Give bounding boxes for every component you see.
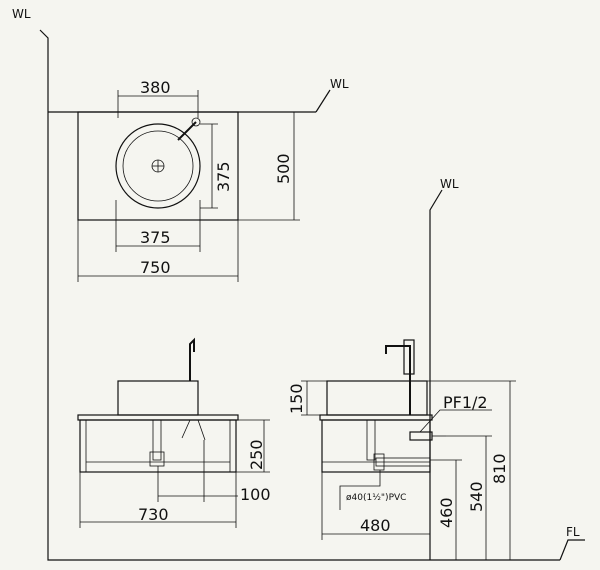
dim-supply-height: 460	[437, 497, 456, 528]
supply-valve	[409, 431, 433, 441]
dim-basin-width: 375	[140, 228, 171, 247]
dim-drain-offset: 100	[240, 485, 271, 504]
wl-label-side: WL	[440, 177, 459, 191]
side-view	[301, 339, 516, 560]
dim-basin-height: 150	[287, 383, 306, 414]
pf-label: PF1/2	[443, 393, 488, 412]
basin-inner-circle	[122, 130, 194, 202]
dim-counter-width: 750	[140, 258, 171, 277]
vessel-basin-side	[326, 380, 428, 416]
front-view	[77, 337, 270, 528]
counter-top-side	[319, 414, 433, 421]
wl-label-topleft: WL	[12, 7, 31, 21]
dim-faucet-spacing: 380	[140, 78, 171, 97]
drain-spec-label: ø40(1½")PVC	[346, 493, 406, 503]
dim-counter-depth: 500	[274, 153, 293, 184]
dim-cabinet-height: 250	[247, 439, 266, 470]
wl-label-plan: WL	[330, 77, 349, 91]
cabinet-side	[321, 419, 431, 473]
plan-view	[77, 90, 300, 282]
counter-top-plan	[77, 111, 239, 221]
faucet-side	[385, 345, 411, 415]
dim-side-depth: 480	[360, 516, 391, 535]
dim-basin-depth: 375	[214, 161, 233, 192]
dim-counter-height: 810	[490, 453, 509, 484]
counter-top-front	[77, 414, 239, 421]
dim-cabinet-width: 730	[138, 505, 169, 524]
dim-trap-height: 540	[467, 481, 486, 512]
vessel-basin-front	[117, 380, 199, 416]
drain-pipe-side	[366, 419, 376, 461]
drain-pipe-front	[152, 419, 162, 461]
fl-label: FL	[566, 525, 580, 539]
faucet-front	[189, 337, 195, 381]
cabinet-front	[79, 419, 237, 473]
basin-outer-circle	[115, 123, 201, 209]
